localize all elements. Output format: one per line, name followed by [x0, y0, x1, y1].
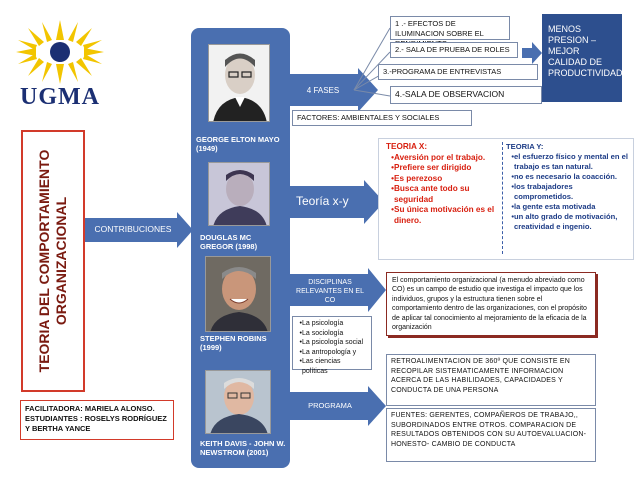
teoria-y-item: no es necesario la coacción. [514, 172, 632, 182]
fase-4-box: 4.-SALA DE OBSERVACION [390, 86, 542, 104]
person-portrait-icon [206, 371, 270, 433]
fase-2-box: 2.- SALA DE PRUEBA DE ROLES [390, 42, 518, 58]
main-title-line2: ORGANIZACIONAL [53, 196, 69, 326]
caption-mcgregor: DOUGLAS MC GREGOR (1998) [200, 233, 258, 251]
caption-davis: KEITH DAVIS - JOHN W. NEWSTROM (2001) [200, 439, 286, 457]
caption-robbins: STEPHEN ROBINS (1999) [200, 334, 267, 352]
teoria-x-item: Prefiere ser dirigido [394, 163, 500, 174]
photo-davis [205, 370, 271, 434]
teoria-x-item: Su única motivación es el dinero. [394, 205, 500, 226]
fase-1-box: 1 .- EFECTOS DE ILUMINACION SOBRE EL REN… [390, 16, 510, 48]
main-title-box: TEORIA DEL COMPORTAMIENTO ORGANIZACIONAL [21, 130, 85, 392]
credits-students: ESTUDIANTES : ROSELYS RODRÍGUEZ [25, 414, 167, 423]
teoria-y-title: TEORIA Y: [506, 142, 544, 151]
photo-mcgregor [208, 162, 270, 226]
teoria-y-panel: TEORIA Y: el esfuerzo físico y mental en… [506, 142, 632, 254]
teoria-y-item: los trabajadores comprometidos. [514, 182, 632, 202]
contribuciones-label: CONTRIBUCIONES [94, 224, 172, 234]
disciplina-item: La psicología [302, 319, 368, 329]
teoria-x-item: Es perezoso [394, 174, 500, 185]
teoria-divider [502, 142, 503, 254]
disciplinas-label: DISCIPLINAS RELEVANTES EN EL CO [296, 279, 364, 304]
co-definition-box: El comportamiento organizacional (a menu… [386, 272, 596, 336]
factores-box: FACTORES: AMBIENTALES Y SOCIALES [292, 110, 472, 126]
teoria-x-title: TEORIA X: [386, 142, 428, 151]
logo-rays-icon [16, 20, 104, 84]
disciplinas-arrow [288, 268, 386, 312]
logo-text: UGMA [20, 84, 100, 110]
fases-connectors [353, 27, 391, 97]
disciplina-item: La antropología y [302, 348, 368, 358]
teoria-xy-arrow [288, 180, 384, 224]
teoria-x-item: Busca ante todo su seguridad [394, 184, 500, 205]
person-portrait-icon [206, 257, 270, 331]
photo-robbins [205, 256, 271, 332]
teoria-y-item: la gente esta motivada [514, 202, 632, 212]
disciplina-item: La sociología [302, 329, 368, 339]
programa-arrow [288, 386, 386, 426]
ugma-logo: UGMA [10, 18, 110, 113]
disciplina-item: La psicología social [302, 338, 368, 348]
person-portrait-icon [209, 45, 269, 121]
fases-arrow [288, 68, 378, 112]
teoria-y-item: el esfuerzo físico y mental en el trabaj… [514, 152, 632, 172]
teoria-y-item: un alto grado de motivación, creatividad… [514, 212, 632, 232]
programa-label: PROGRAMA [308, 401, 352, 410]
credits-box: FACILITADORA: MARIELA ALONSO. ESTUDIANTE… [20, 400, 174, 440]
caption-mayo: GEORGE ELTON MAYO (1949) [196, 135, 280, 153]
fase-3-box: 3.-PROGRAMA DE ENTREVISTAS [378, 64, 538, 80]
contribuciones-arrow [85, 212, 193, 248]
teoria-xy-box [378, 138, 634, 260]
teoria-x-panel: TEORIA X: Aversión por el trabajo. Prefi… [386, 142, 500, 254]
disciplina-item: Las ciencias políticas [302, 357, 368, 376]
person-portrait-icon [209, 163, 269, 225]
result-box: MENOS PRESION – MEJOR CALIDAD DE PRODUCT… [542, 14, 623, 102]
programa-text-1: RETROALIMENTACION DE 360º QUE CONSISTE E… [386, 354, 596, 406]
photo-mayo [208, 44, 270, 122]
teoria-x-item: Aversión por el trabajo. [394, 153, 500, 164]
teoria-xy-label: Teoría x-y [296, 194, 349, 208]
result-arrow [522, 42, 542, 64]
programa-text-2: FUENTES: GERENTES, COMPAÑEROS DE TRABAJO… [386, 408, 596, 462]
main-title-line1: TEORIA DEL COMPORTAMIENTO [36, 149, 52, 373]
fases-label: 4 FASES [306, 86, 340, 95]
credits-students-2: Y BERTHA YANCE [25, 424, 91, 433]
disciplinas-list-box: La psicología La sociología La psicologí… [292, 316, 372, 375]
credits-facilitator: FACILITADORA: MARIELA ALONSO. [25, 404, 155, 413]
